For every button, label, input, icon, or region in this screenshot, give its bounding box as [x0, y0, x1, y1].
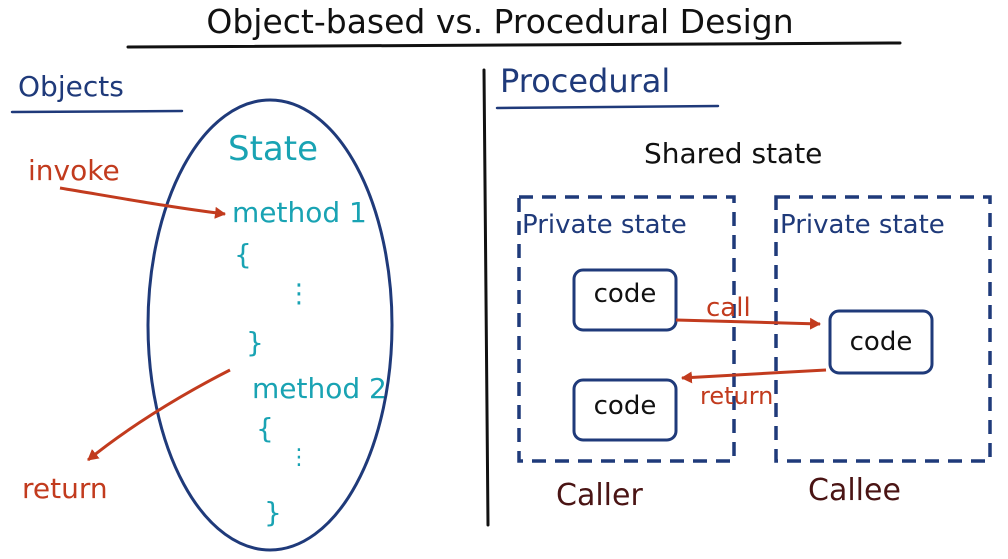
caller-code-block-2: [572, 378, 678, 442]
method1-body-ellipsis: ⋮: [286, 279, 312, 309]
callee-code-block: [828, 309, 934, 375]
caller-box: [517, 195, 736, 463]
method2-open-brace: {: [256, 412, 274, 445]
objects-heading: Objects: [18, 70, 124, 103]
procedural-heading: Procedural: [500, 62, 670, 100]
call-label: call: [706, 293, 751, 323]
caller-code-2-label: code: [594, 391, 657, 421]
state-label: State: [228, 129, 318, 169]
procedural-heading-underline: [495, 104, 720, 110]
method2-close-brace: }: [264, 496, 282, 529]
method2-body-ellipsis: ⋮: [288, 445, 310, 470]
callee-code-label: code: [850, 327, 913, 357]
procedural-return-label: return: [700, 382, 773, 410]
callee-private-state-label: Private state: [780, 210, 945, 240]
invoke-label: invoke: [28, 154, 120, 187]
return-call-arrow: [681, 368, 827, 384]
return-arrow: [87, 368, 231, 462]
caller-code-block-1: [572, 268, 678, 332]
invoke-arrow: [59, 186, 226, 219]
return-label: return: [22, 472, 108, 505]
method1-close-brace: }: [246, 326, 264, 359]
caller-private-state-label: Private state: [522, 210, 687, 240]
method2-label: method 2: [252, 372, 387, 405]
page-title: Object-based vs. Procedural Design: [206, 2, 793, 41]
object-boundary-ellipse: [146, 98, 394, 552]
caller-code-1-label: code: [594, 279, 657, 309]
call-arrow: [675, 317, 821, 330]
method1-open-brace: {: [234, 238, 252, 271]
objects-heading-underline: [10, 109, 184, 114]
method1-label: method 1: [232, 196, 367, 229]
center-divider: [482, 68, 490, 527]
title-underline: [126, 41, 902, 49]
callee-label: Callee: [808, 473, 901, 508]
callee-box: [774, 195, 992, 463]
caller-label: Caller: [556, 478, 643, 513]
shared-state-label: Shared state: [644, 137, 822, 170]
